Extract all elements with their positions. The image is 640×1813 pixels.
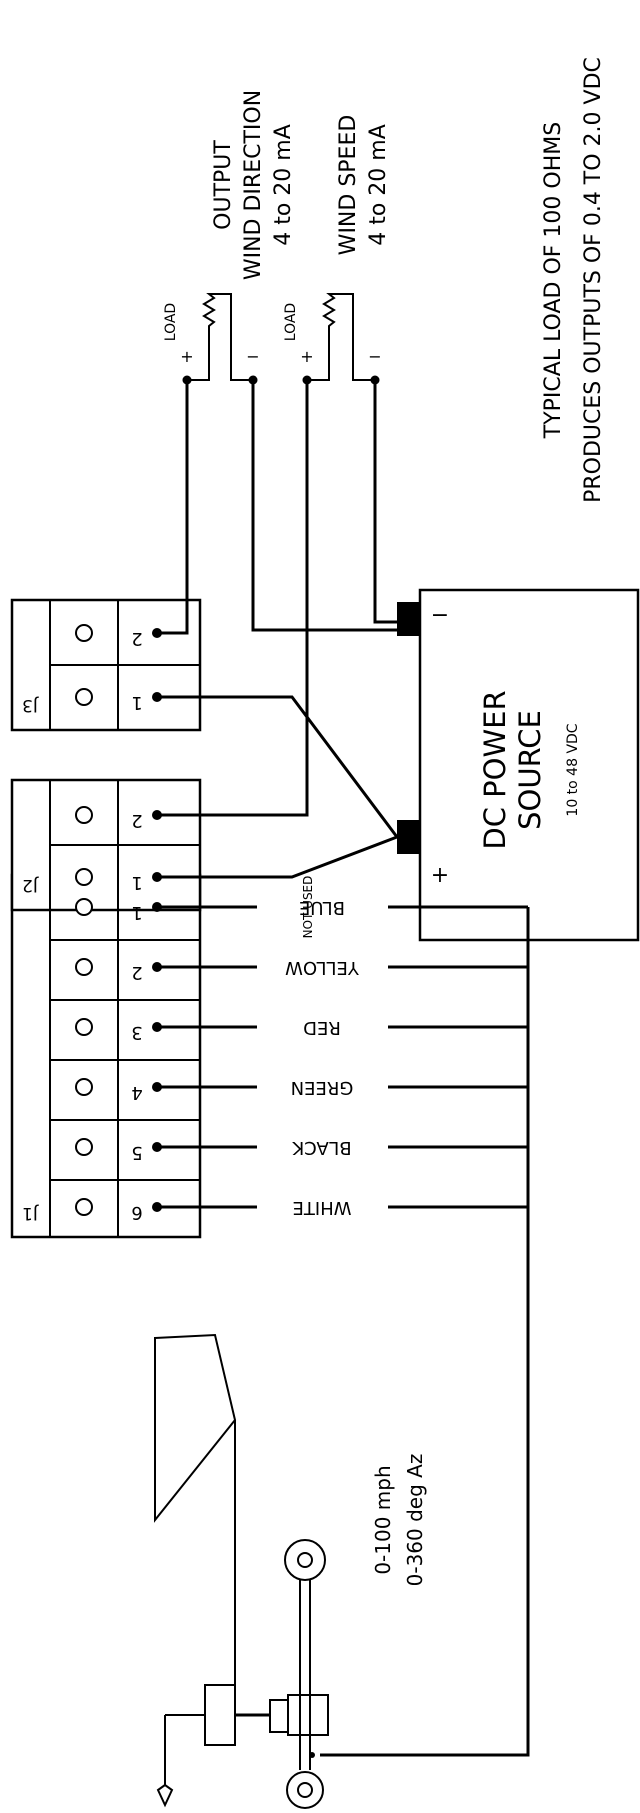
- power-title-1: DC POWER: [478, 690, 512, 849]
- direction-minus: −: [246, 347, 259, 366]
- terminal-j2-pin: 1: [75, 868, 162, 893]
- wind-speed-title: WIND SPEED: [336, 115, 361, 256]
- terminal-number: 2: [131, 962, 142, 983]
- power-plus: +: [431, 863, 449, 888]
- wire-label: GREEN: [291, 1077, 354, 1098]
- dc-power-source: + − DC POWER SOURCE 10 to 48 VDC: [397, 588, 640, 942]
- power-minus: −: [431, 603, 449, 628]
- note-line-1: TYPICAL LOAD OF 100 OHMS: [541, 122, 566, 439]
- terminal-number: 1: [131, 692, 142, 713]
- terminal-j1-pin: 4: [75, 1078, 162, 1103]
- speed-minus: −: [368, 347, 381, 366]
- wire-label: YELLOW: [285, 957, 360, 978]
- wire-label: RED: [303, 1017, 341, 1038]
- power-title-2: SOURCE: [513, 710, 547, 830]
- wire-color-labels: WHITE BLACK GREEN RED YELLOW BLUE: [285, 897, 360, 1218]
- terminal-j1-pin: 3: [75, 1018, 162, 1043]
- terminal-number: 4: [131, 1082, 142, 1103]
- load-wind-direction: LOAD + −: [163, 293, 260, 385]
- terminal-number: 2: [131, 810, 142, 831]
- j2-label: J2: [22, 875, 39, 895]
- terminal-number: 3: [131, 1022, 142, 1043]
- speed-plus: +: [300, 347, 313, 366]
- direction-plus: +: [180, 347, 193, 366]
- wind-direction-title: WIND DIRECTION: [241, 90, 266, 280]
- note-line-2: PRODUCES OUTPUTS OF 0.4 TO 2.0 VDC: [581, 57, 606, 503]
- terminal-j1-pin: 6: [75, 1198, 162, 1223]
- output-header: OUTPUT: [211, 140, 236, 230]
- wind-sensor-icon: [154, 1333, 329, 1809]
- wiring: [157, 380, 530, 1757]
- j1-label: J1: [22, 1203, 39, 1223]
- wind-direction-range: 4 to 20 mA: [271, 124, 296, 246]
- wind-speed-range: 4 to 20 mA: [366, 124, 391, 246]
- not-used-label: NOT USED: [301, 876, 315, 939]
- wire-label: BLUE: [299, 897, 345, 918]
- wire-label: BLACK: [291, 1137, 351, 1158]
- load-label-direction: LOAD: [163, 303, 179, 341]
- terminal-number: 2: [131, 628, 142, 649]
- terminal-number: 5: [131, 1142, 142, 1163]
- terminal-number: 6: [131, 1202, 142, 1223]
- terminal-block-j3: J3: [10, 598, 202, 732]
- j3-label: J3: [22, 695, 39, 715]
- load-wind-speed: LOAD + −: [283, 293, 382, 385]
- terminal-number: 1: [131, 872, 142, 893]
- sensor-direction-range: 0-360 deg Az: [403, 1454, 427, 1587]
- power-range: 10 to 48 VDC: [565, 723, 581, 816]
- terminal-block-j2: J2: [10, 778, 202, 912]
- terminal-number: 1: [131, 902, 142, 923]
- terminal-block-j1: J1: [10, 873, 202, 1239]
- sensor-speed-range: 0-100 mph: [371, 1465, 395, 1574]
- wire-label: WHITE: [292, 1197, 351, 1218]
- load-label-speed: LOAD: [283, 303, 299, 341]
